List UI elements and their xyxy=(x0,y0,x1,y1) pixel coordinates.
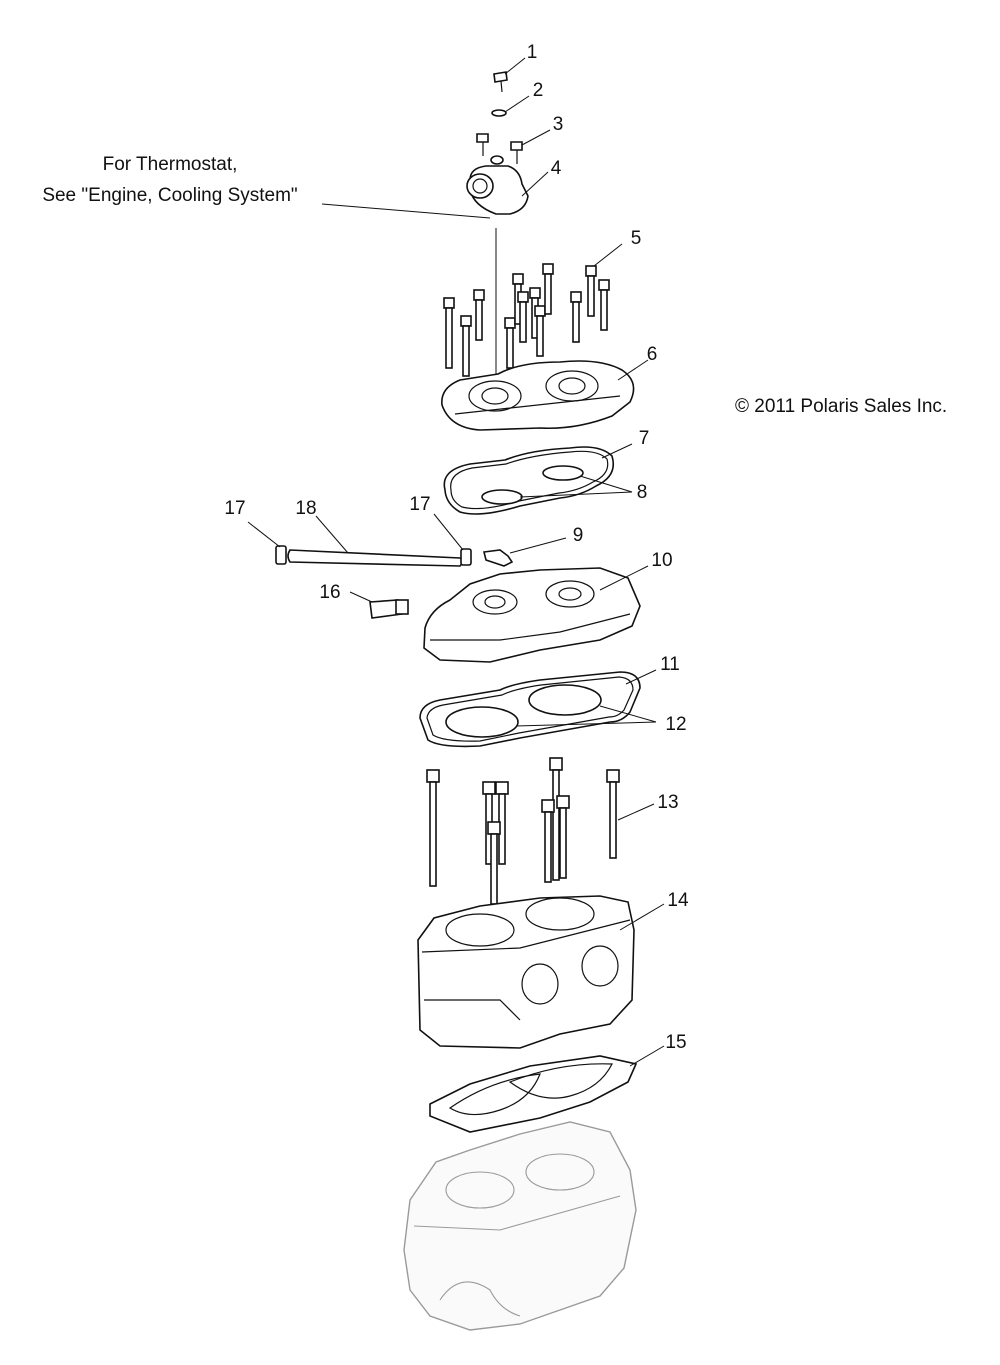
part-8-o-ring-b xyxy=(542,465,584,481)
part-17-clamp-left xyxy=(275,545,287,565)
part-4-thermostat-housing xyxy=(466,155,529,215)
part-1-screw xyxy=(493,71,508,93)
callout-2: 2 xyxy=(533,80,544,101)
part-2-washer xyxy=(491,109,507,117)
callout-6: 6 xyxy=(647,344,658,365)
part-14-cylinder-block xyxy=(417,895,635,1049)
part-9-fitting xyxy=(483,549,514,567)
thermostat-note-line2: See "Engine, Cooling System" xyxy=(42,185,297,206)
part-3-screws xyxy=(476,133,523,164)
callout-12: 12 xyxy=(665,714,686,735)
part-17-clamp-right xyxy=(460,548,472,566)
thermostat-note-leader xyxy=(321,203,491,219)
callout-7: 7 xyxy=(639,428,650,449)
callout-17-left: 17 xyxy=(224,498,245,519)
part-18-hose xyxy=(287,549,464,567)
callout-18: 18 xyxy=(295,498,316,519)
callout-13: 13 xyxy=(657,792,678,813)
callout-4: 4 xyxy=(551,158,562,179)
part-5-head-bolts xyxy=(443,263,610,377)
part-8-o-ring-a xyxy=(481,489,523,505)
callout-11: 11 xyxy=(660,654,680,675)
callout-14: 14 xyxy=(667,890,689,911)
leader-lines xyxy=(247,57,665,1067)
callout-15: 15 xyxy=(665,1032,686,1053)
callout-10: 10 xyxy=(651,550,672,571)
part-15-base-gasket xyxy=(429,1055,638,1133)
part-7-gasket xyxy=(443,446,615,515)
callout-1: 1 xyxy=(527,42,538,63)
part-12-o-ring-b xyxy=(528,684,602,716)
callout-5: 5 xyxy=(631,228,642,249)
part-13-cylinder-bolts xyxy=(426,757,620,905)
copyright-text: © 2011 Polaris Sales Inc. xyxy=(735,396,947,417)
part-16-fitting xyxy=(369,599,409,619)
part-10-cylinder-head xyxy=(423,567,641,663)
part-12-o-ring-a xyxy=(445,706,519,738)
callout-9: 9 xyxy=(573,525,584,546)
crankcase-reference xyxy=(403,1121,637,1331)
part-11-head-gasket xyxy=(419,671,641,748)
callout-8: 8 xyxy=(637,482,648,503)
callout-labels: 1 2 3 4 5 6 7 8 9 10 11 12 13 14 15 16 1… xyxy=(224,42,689,1053)
callout-16: 16 xyxy=(319,582,340,603)
part-6-head-cover xyxy=(441,360,635,431)
callout-17-right: 17 xyxy=(409,494,430,515)
callout-3: 3 xyxy=(553,114,564,135)
thermostat-note-line1: For Thermostat, xyxy=(103,154,238,175)
